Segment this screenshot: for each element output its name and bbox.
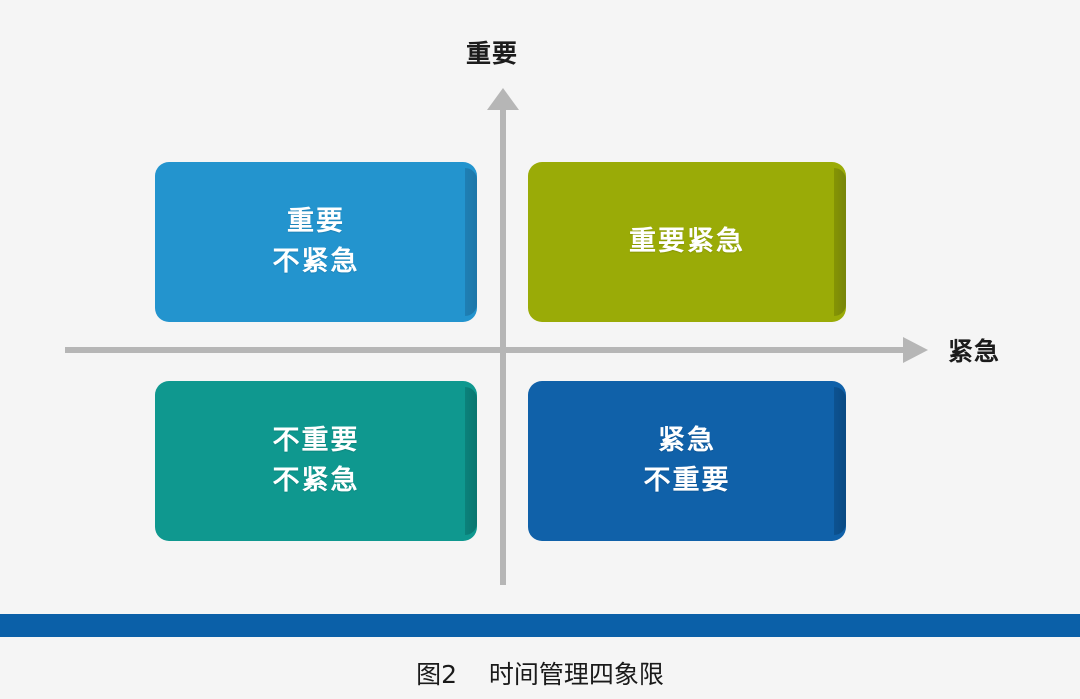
horizontal-axis-line bbox=[65, 347, 908, 353]
figure-caption: 图2 时间管理四象限 bbox=[416, 660, 664, 689]
arrow-right-icon bbox=[903, 337, 928, 363]
quadrant-3d-edge bbox=[465, 168, 477, 316]
horizontal-axis-label: 紧急 bbox=[948, 338, 1001, 366]
quadrant-urgent-not-important[interactable]: 紧急不重要 bbox=[528, 381, 846, 541]
quadrant-not-important-not-urgent[interactable]: 不重要不紧急 bbox=[155, 381, 477, 541]
quadrant-important-not-urgent[interactable]: 重要不紧急 bbox=[155, 162, 477, 322]
quadrant-label: 重要紧急 bbox=[629, 226, 745, 257]
vertical-axis-label: 重要 bbox=[466, 40, 519, 68]
vertical-axis-line bbox=[500, 103, 506, 585]
quadrant-3d-edge bbox=[834, 387, 846, 535]
quadrant-label: 重要不紧急 bbox=[272, 206, 360, 276]
divider-bar bbox=[0, 614, 1080, 637]
quadrant-3d-edge bbox=[834, 168, 846, 316]
time-management-quadrant-diagram: 重要 紧急 重要不紧急 重要紧急 不重要不紧急 紧急不重要 bbox=[65, 40, 1001, 585]
quadrant-3d-edge bbox=[465, 387, 477, 535]
quadrant-label: 紧急不重要 bbox=[643, 425, 731, 495]
quadrant-important-urgent[interactable]: 重要紧急 bbox=[528, 162, 846, 322]
quadrant-label: 不重要不紧急 bbox=[272, 425, 360, 495]
arrow-up-icon bbox=[487, 88, 519, 110]
